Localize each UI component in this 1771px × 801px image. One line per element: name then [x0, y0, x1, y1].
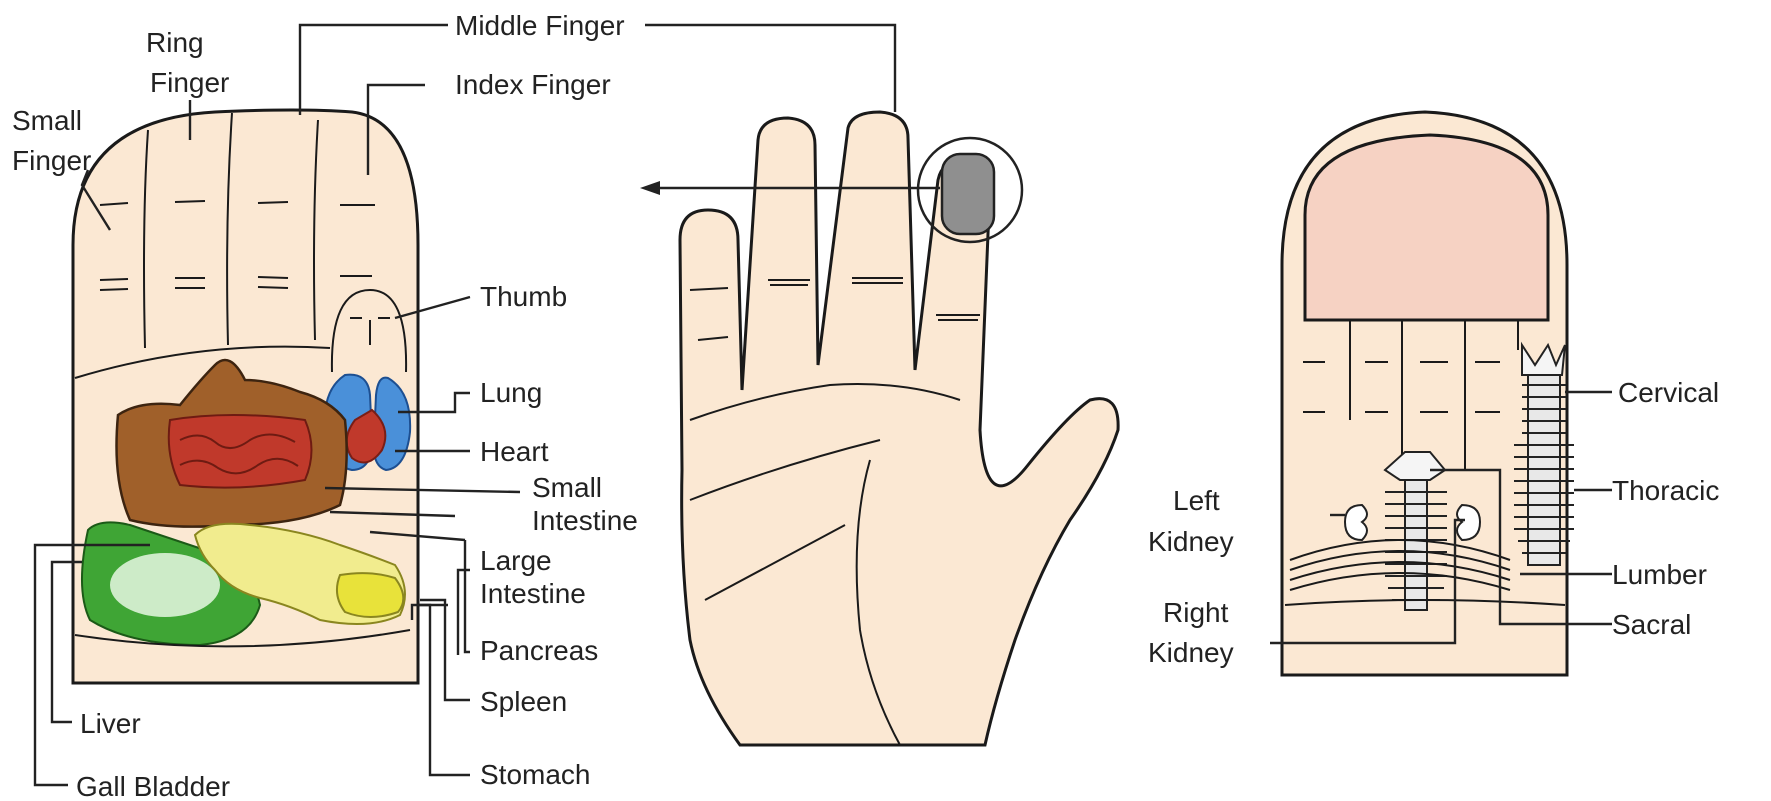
- small-intestine: [169, 415, 312, 488]
- label-right-kidney-2: Kidney: [1148, 637, 1234, 668]
- label-large-intestine-2: Intestine: [480, 578, 586, 609]
- label-sacral: Sacral: [1612, 609, 1691, 640]
- direction-arrow-head: [640, 181, 660, 195]
- label-right-kidney-1: Right: [1163, 597, 1229, 628]
- label-small-finger-1: Small: [12, 105, 82, 136]
- label-left-kidney-1: Left: [1173, 485, 1220, 516]
- right-thumb-nail: [1305, 135, 1548, 320]
- label-left-kidney-2: Kidney: [1148, 526, 1234, 557]
- label-large-intestine-1: Large: [480, 545, 552, 576]
- liver-highlight: [110, 553, 220, 617]
- label-spleen: Spleen: [480, 686, 567, 717]
- label-lung: Lung: [480, 377, 542, 408]
- label-cervical: Cervical: [1618, 377, 1719, 408]
- pancreas-illustration: [337, 573, 403, 617]
- label-ring-finger-2: Finger: [150, 67, 229, 98]
- label-lumber: Lumber: [1612, 559, 1707, 590]
- left-kidney-illustration: [1345, 505, 1367, 540]
- index-fingertip-highlight: [942, 154, 994, 234]
- center-hand-illustration: [640, 112, 1118, 745]
- label-heart: Heart: [480, 436, 549, 467]
- label-thoracic: Thoracic: [1612, 475, 1719, 506]
- label-middle-finger: Middle Finger: [455, 10, 625, 41]
- label-pancreas: Pancreas: [480, 635, 598, 666]
- label-index-finger: Index Finger: [455, 69, 611, 100]
- label-thumb: Thumb: [480, 281, 567, 312]
- label-ring-finger-1: Ring: [146, 27, 204, 58]
- label-stomach: Stomach: [480, 759, 591, 790]
- label-liver: Liver: [80, 708, 141, 739]
- right-thumb-spine-map: [1282, 112, 1574, 675]
- right-kidney-illustration: [1457, 505, 1480, 540]
- hand-outline: [680, 112, 1118, 745]
- left-thumb-organ-map: [73, 110, 418, 683]
- label-small-intestine-1: Small: [532, 472, 602, 503]
- label-small-finger-2: Finger: [12, 145, 91, 176]
- label-gall-bladder: Gall Bladder: [76, 771, 230, 801]
- label-small-intestine-2: Intestine: [532, 505, 638, 536]
